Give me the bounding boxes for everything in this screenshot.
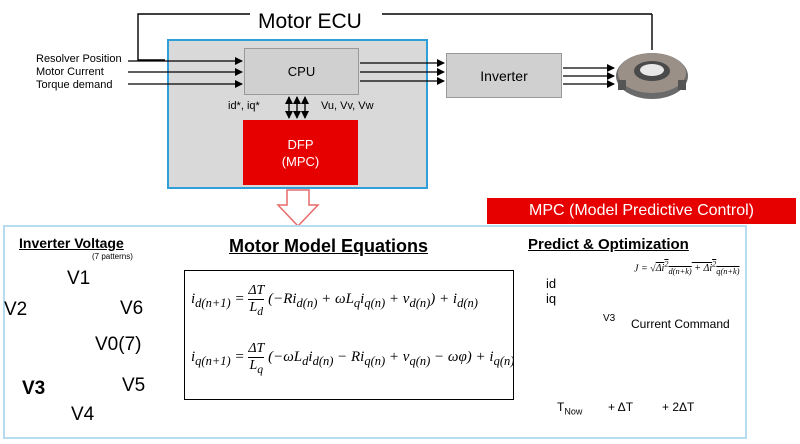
vector-label-v2: V2 — [4, 299, 28, 320]
t-now-label: TNow — [557, 400, 583, 417]
input-resolver-position: Resolver Position — [36, 53, 122, 65]
vector-label-v1: V1 — [67, 268, 91, 289]
inverter-voltage-title: Inverter Voltage — [19, 235, 124, 251]
t-plus-2-label: + 2ΔT — [662, 400, 695, 414]
equation-iq: iq(n+1) = ΔT Lq (−ωLdid(n) − Riq(n) + vq… — [191, 341, 515, 376]
input-torque-demand: Torque demand — [36, 79, 113, 91]
vector-label-v6: V6 — [120, 298, 144, 319]
cpu-dfp-arrows — [285, 96, 309, 119]
vector-label-v5: V5 — [122, 375, 146, 396]
id-iq-label: id*, iq* — [228, 100, 260, 112]
cpu-label: CPU — [287, 64, 316, 79]
vector-label-v3: V3 — [22, 378, 46, 399]
inverter-block: Inverter — [446, 53, 562, 98]
y-label-iq: iq — [546, 291, 557, 306]
input-motor-current: Motor Current — [36, 66, 104, 78]
inverter-label: Inverter — [480, 67, 528, 84]
feedback-line — [137, 13, 250, 61]
cpu-block: CPU — [244, 48, 359, 95]
vector-label-v0-7: V0(7) — [95, 334, 142, 355]
dfp-sublabel: (MPC) — [281, 153, 320, 169]
v3-chart-label: V3 — [603, 313, 616, 324]
y-label-id: id — [546, 276, 557, 291]
inverter-voltage-subtitle: (7 patterns) — [92, 252, 133, 261]
mpc-banner: MPC (Model Predictive Control) — [487, 198, 796, 224]
motor-model-title: Motor Model Equations — [229, 236, 428, 256]
dfp-down-hollow-arrow — [276, 189, 320, 228]
current-command-label: Current Command — [631, 317, 730, 331]
vector-label-v4: V4 — [71, 404, 95, 425]
vuvw-label: Vu, Vv, Vw — [321, 100, 374, 112]
equation-box: id(n+1) = ΔT Ld (−Rid(n) + ωLqiq(n) + vd… — [184, 270, 514, 400]
dfp-block: DFP (MPC) — [243, 120, 358, 185]
equation-id: id(n+1) = ΔT Ld (−Rid(n) + ωLqiq(n) + vd… — [191, 283, 478, 318]
motor-ecu-title: Motor ECU — [258, 10, 362, 33]
dfp-label: DFP — [287, 136, 314, 152]
t-plus-1-label: + ΔT — [608, 400, 634, 414]
cost-function: J = √Δi2d(n+k) + Δi2q(n+k) — [634, 260, 740, 277]
motor-icon — [616, 53, 688, 99]
predict-title: Predict & Optimization — [528, 236, 689, 253]
